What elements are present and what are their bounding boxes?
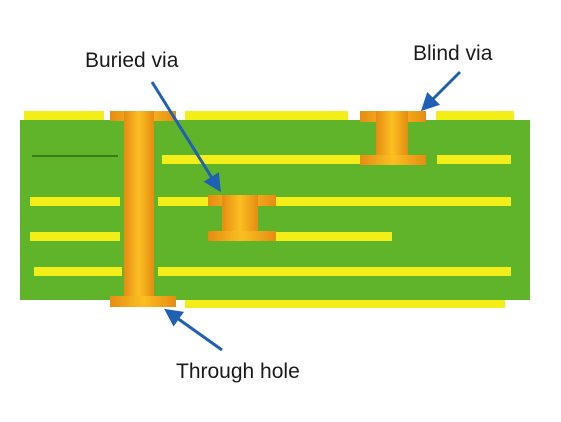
inner-copper-layers [30, 155, 511, 276]
buried-via-arrow [150, 81, 221, 193]
through-hole-label: Through hole [176, 360, 300, 383]
buried-via-label: Buried via [85, 49, 179, 72]
through-hole-via [110, 111, 176, 307]
bottom-surface-copper [185, 298, 505, 308]
top-surface-copper [24, 111, 514, 121]
blind-via-label: Blind via [413, 42, 493, 65]
blind-via [360, 111, 426, 165]
buried-via [208, 195, 276, 241]
through-hole-arrow [164, 308, 223, 352]
blind-via-arrow [420, 70, 462, 112]
